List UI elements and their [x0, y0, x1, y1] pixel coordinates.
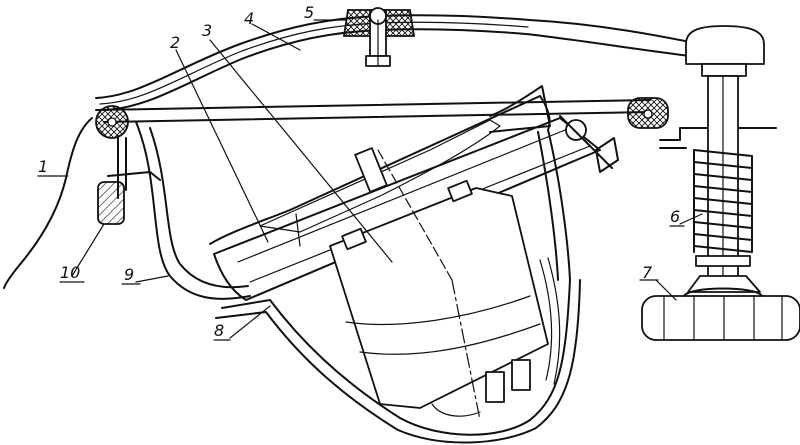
leader-8: [229, 305, 271, 339]
leader-lines: [37, 19, 703, 341]
leader-7: [655, 279, 677, 301]
top-screw-boss: [342, 7, 416, 67]
cross-bar: [95, 99, 651, 123]
motor-block: [329, 147, 549, 421]
right-hinge: [627, 97, 669, 129]
foot-pad: [641, 287, 800, 341]
leader-10: [71, 223, 105, 277]
left-hinge: [95, 105, 129, 139]
callout-7: 7: [642, 263, 653, 282]
callout-9: 9: [124, 265, 134, 284]
leader-3: [209, 39, 393, 263]
side-clamp: [97, 135, 161, 225]
callout-3: 3: [202, 21, 212, 40]
membrane-part: [3, 117, 93, 289]
tray-hinge-bolt: [559, 115, 619, 173]
lower-trough: [215, 257, 581, 444]
callout-2: 2: [170, 33, 180, 52]
leader-9: [135, 275, 169, 283]
spring-coil: [693, 149, 753, 253]
callout-6: 6: [670, 207, 680, 226]
leader-4: [251, 23, 301, 51]
callout-5: 5: [304, 3, 314, 22]
callout-4: 4: [244, 9, 254, 28]
callout-10: 10: [60, 263, 80, 282]
leader-6: [679, 213, 703, 225]
callout-8: 8: [214, 321, 224, 340]
housing-bowl: [135, 121, 571, 300]
adjusting-screw: [659, 25, 777, 293]
callout-labels: 1 2 3 4 5 6 7 8 9 10: [38, 3, 680, 340]
callout-1: 1: [38, 157, 48, 176]
leader-2: [175, 49, 269, 243]
